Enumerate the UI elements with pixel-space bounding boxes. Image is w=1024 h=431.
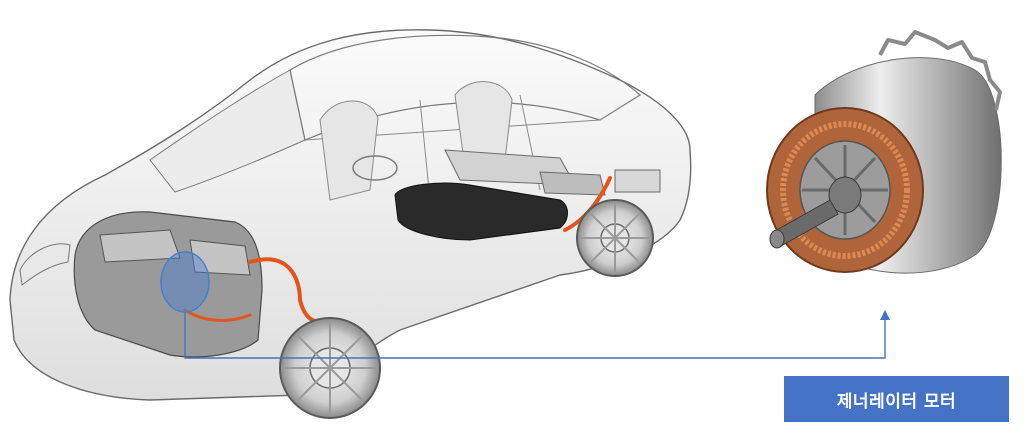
front-wheel-spokes: [282, 320, 378, 416]
motor-stator-winding: [780, 121, 910, 259]
auxiliary-battery: [614, 169, 661, 193]
generator-motor-illustration: [766, 30, 1002, 274]
connector-line: [184, 312, 886, 359]
front-seat: [319, 100, 379, 201]
engine-detail: [99, 229, 251, 276]
headlight: [19, 243, 71, 286]
generator-highlight: [160, 251, 210, 313]
callout-connector: [184, 310, 890, 359]
generator-motor-label: 제너레이터 모터: [784, 376, 1009, 422]
battery-pack: [394, 182, 568, 241]
motor-shaft-end: [769, 229, 785, 249]
motor-hub: [828, 176, 862, 214]
motor-flange: [878, 30, 1002, 111]
rear-seat: [454, 81, 513, 169]
high-voltage-cable-engine: [183, 308, 252, 322]
hybrid-car-illustration: [9, 29, 692, 419]
rear-wheel-spokes: [579, 202, 651, 274]
rear-unit: [539, 171, 606, 196]
steering-wheel: [352, 155, 398, 181]
roof-frame: [289, 34, 641, 141]
connector-arrowhead: [880, 310, 890, 320]
